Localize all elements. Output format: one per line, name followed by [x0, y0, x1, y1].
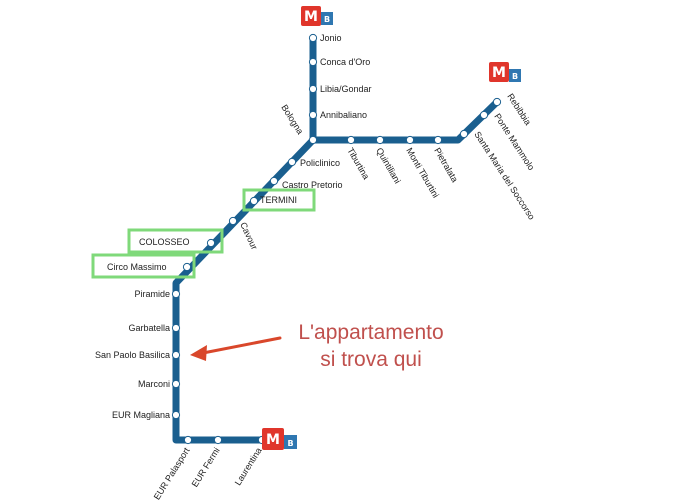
station-label: Pietralata — [432, 146, 460, 184]
metro-m-icon — [489, 62, 509, 82]
station-label: Circo Massimo — [107, 262, 167, 272]
station-quintiliani[interactable]: Quintiliani — [374, 135, 403, 185]
station-eur-magliana[interactable]: EUR Magliana — [112, 410, 181, 420]
station-piramide[interactable]: Piramide — [134, 289, 181, 299]
station-label: Rebibbia — [505, 92, 533, 127]
station-label: Bologna — [279, 103, 305, 136]
station-label: Santa Maria del Soccorso — [472, 130, 537, 222]
annotation-line-2: si trova qui — [320, 348, 422, 371]
station-colosseo[interactable]: COLOSSEO — [139, 237, 216, 248]
station-label: Piramide — [134, 289, 170, 299]
annotation-line-1: L'appartamento — [298, 321, 443, 344]
station-label: Tiburtina — [345, 146, 371, 181]
station-label: EUR Fermi — [190, 446, 222, 489]
station-libia-gondar[interactable]: Libia/Gondar — [308, 84, 372, 94]
highlight-box-circo-massimo — [91, 253, 196, 279]
station-label: Quintiliani — [374, 146, 402, 185]
station-label: Annibaliano — [320, 110, 367, 120]
station-conca-doro[interactable]: Conca d'Oro — [308, 57, 370, 67]
metro-m-icon — [262, 428, 284, 450]
arrow-icon — [190, 336, 282, 361]
line-b-badge — [321, 12, 333, 25]
station-label: Jonio — [320, 33, 342, 43]
station-label: Cavour — [238, 221, 259, 252]
metro-logo-south: M B — [262, 428, 297, 450]
station-circo-massimo[interactable]: Circo Massimo — [107, 262, 192, 272]
station-label: Garbatella — [128, 323, 170, 333]
station-label: EUR Magliana — [112, 410, 170, 420]
station-policlinico[interactable]: Policlinico — [287, 157, 340, 168]
metro-logo-letter: M — [304, 9, 318, 25]
station-label: Libia/Gondar — [320, 84, 372, 94]
station-garbatella[interactable]: Garbatella — [128, 323, 181, 333]
station-label: San Paolo Basilica — [95, 350, 170, 360]
station-label: Castro Pretorio — [282, 180, 343, 190]
metro-logo-line: B — [512, 72, 518, 81]
station-san-paolo-basilica[interactable]: San Paolo Basilica — [95, 350, 181, 360]
station-laurentina[interactable]: Laurentina — [233, 435, 267, 487]
highlight-box-colosseo — [127, 228, 224, 254]
highlight-box-termini — [242, 188, 316, 212]
station-label: TERMINI — [260, 195, 297, 205]
station-marconi[interactable]: Marconi — [138, 379, 181, 389]
station-label: Policlinico — [300, 158, 340, 168]
station-annibaliano[interactable]: Annibaliano — [308, 110, 367, 120]
station-eur-palasport[interactable]: EUR Palasport — [152, 435, 193, 500]
metro-logo-line: B — [287, 439, 293, 448]
station-pietralata[interactable]: Pietralata — [432, 135, 460, 184]
metro-logo-east: M B — [489, 62, 521, 82]
station-label: Marconi — [138, 379, 170, 389]
station-label: Laurentina — [233, 446, 264, 487]
station-label: COLOSSEO — [139, 237, 190, 247]
metro-logo-letter: M — [492, 65, 506, 81]
station-label: EUR Palasport — [152, 445, 192, 500]
metro-m-icon — [301, 6, 321, 26]
station-termini[interactable]: TERMINI — [249, 195, 297, 206]
station-cavour[interactable]: Cavour — [228, 216, 260, 252]
station-eur-fermi[interactable]: EUR Fermi — [190, 435, 223, 489]
line-b-badge — [284, 435, 297, 449]
station-jonio[interactable]: Jonio — [308, 33, 342, 43]
station-castro-pretorio[interactable]: Castro Pretorio — [269, 176, 343, 190]
line-b-badge — [509, 69, 521, 82]
metro-logo-line: B — [324, 15, 330, 24]
station-santa-maria-del-soccorso[interactable]: Santa Maria del Soccorso — [459, 130, 537, 222]
station-label: Conca d'Oro — [320, 57, 370, 67]
metro-logo-letter: M — [266, 432, 280, 448]
station-monti-tiburtini[interactable]: Monti Tiburtini — [404, 135, 441, 200]
metro-logo-north: M B — [301, 6, 333, 26]
